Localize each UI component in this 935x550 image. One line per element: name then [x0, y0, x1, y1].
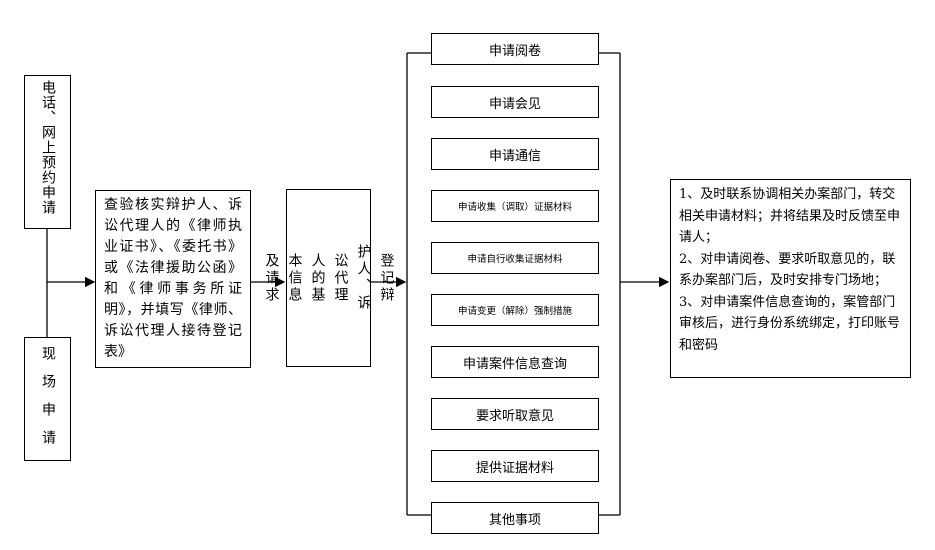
register-info-box: 登记辩护人、诉讼代理人的基本信息及请求 [264, 189, 395, 367]
register-column: 登记辩 [378, 252, 395, 304]
service-item: 申请变更（解除）强制措施 [431, 294, 599, 326]
online-booking-text: 电话、网上预约申请 [40, 80, 56, 215]
result-line-1: 1、及时联系协调相关办案部门，转交相关申请材料；并将结果及时反馈至申请人； [679, 187, 901, 245]
online-booking-box: 电话、网上预约申请 [24, 75, 71, 229]
service-item: 申请会见 [431, 86, 599, 118]
register-column: 讼代理 [332, 252, 349, 304]
verify-credentials-box: 查验核实辩护人、诉讼代理人的《律师执业证书》、《委托书》或《法律援助公函》和《律… [95, 190, 251, 368]
register-column: 人的基 [309, 252, 326, 304]
onsite-application-box: 现场申请 [24, 337, 71, 461]
service-item: 要求听取意见 [431, 398, 599, 430]
result-line-2: 2、对申请阅卷、要求听取意见的，联系办案部门后，及时安排专门场地； [679, 251, 896, 289]
service-item: 提供证据材料 [431, 450, 599, 482]
service-item: 申请收集（调取）证据材料 [431, 190, 599, 222]
service-item: 申请阅卷 [431, 33, 599, 65]
result-handling-box: 1、及时联系协调相关办案部门，转交相关申请材料；并将结果及时反馈至申请人； 2、… [670, 179, 911, 378]
register-column: 及请求 [263, 252, 280, 304]
register-column: 护人、诉 [355, 244, 372, 312]
service-item: 其他事项 [431, 502, 599, 534]
onsite-application-text: 现场申请 [40, 346, 56, 458]
service-item: 申请通信 [431, 138, 599, 170]
service-item: 申请案件信息查询 [431, 346, 599, 378]
verify-credentials-text: 查验核实辩护人、诉讼代理人的《律师执业证书》、《委托书》或《法律援助公函》和《律… [104, 197, 242, 360]
register-column: 本信息 [286, 252, 303, 304]
result-line-3: 3、对申请案件信息查询的，案管部门审核后，进行身份系统绑定，打印账号和密码 [679, 294, 901, 353]
service-item: 申请自行收集证据材料 [431, 242, 599, 274]
